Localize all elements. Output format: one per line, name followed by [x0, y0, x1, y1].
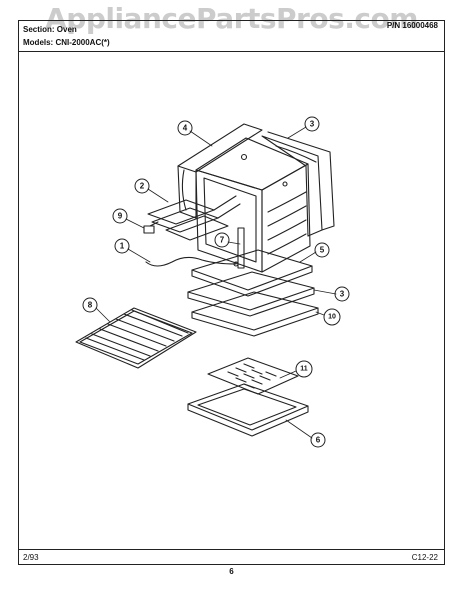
callout-4: 4 [183, 124, 188, 133]
callout-3-top-circle [304, 116, 320, 132]
footer-divider [19, 549, 444, 550]
broiler-pan [187, 383, 309, 437]
oven-rack [75, 307, 197, 369]
callout-11-circle [295, 360, 313, 378]
bake-element [147, 195, 241, 241]
callout-1-circle [114, 238, 130, 254]
section-label: Section: Oven [23, 25, 77, 34]
callout-10-circle [323, 308, 341, 326]
watermark: AppliancePartsPros.com [45, 2, 418, 35]
callout-4-circle [177, 120, 193, 136]
callout-9: 9 [118, 212, 123, 221]
oven-bottom-panel [191, 249, 313, 297]
callout-3-top: 3 [310, 120, 315, 129]
callout-3-bottom-circle [334, 286, 350, 302]
callout-6: 6 [316, 436, 321, 445]
header-divider [19, 51, 444, 52]
oven-cavity [195, 137, 311, 273]
models-label: Models: CNI-2000AC(*) [23, 38, 110, 47]
callout-8-circle [82, 297, 98, 313]
oven-sensor [237, 227, 245, 269]
callout-1: 1 [120, 242, 125, 251]
callout-8: 8 [88, 301, 93, 310]
parts-sheet-frame: Section: Oven Models: CNI-2000AC(*) P/N … [18, 20, 445, 565]
insulation-side [261, 131, 335, 237]
callout-10: 10 [328, 314, 336, 321]
callout-11: 11 [300, 366, 308, 373]
element-clip [143, 221, 159, 234]
callout-2: 2 [140, 182, 145, 191]
callout-7-circle [214, 232, 230, 248]
page-number: 6 [229, 567, 234, 576]
callout-circles [82, 116, 350, 448]
wire-harness [145, 256, 239, 267]
callout-7: 7 [220, 236, 225, 245]
bottom-drawer-panel [191, 291, 319, 337]
part-number: P/N 16000468 [386, 21, 438, 30]
footer-date: 2/93 [23, 553, 39, 562]
callout-9-circle [112, 208, 128, 224]
insulation-bottom [187, 271, 315, 317]
callout-5-circle [314, 242, 330, 258]
callout-6-circle [310, 432, 326, 448]
callout-5: 5 [320, 246, 325, 255]
footer-code: C12-22 [411, 553, 438, 562]
callout-3-bottom: 3 [340, 290, 345, 299]
leader-lines [95, 126, 337, 439]
callout-2-circle [134, 178, 150, 194]
insulation-top [177, 123, 263, 219]
